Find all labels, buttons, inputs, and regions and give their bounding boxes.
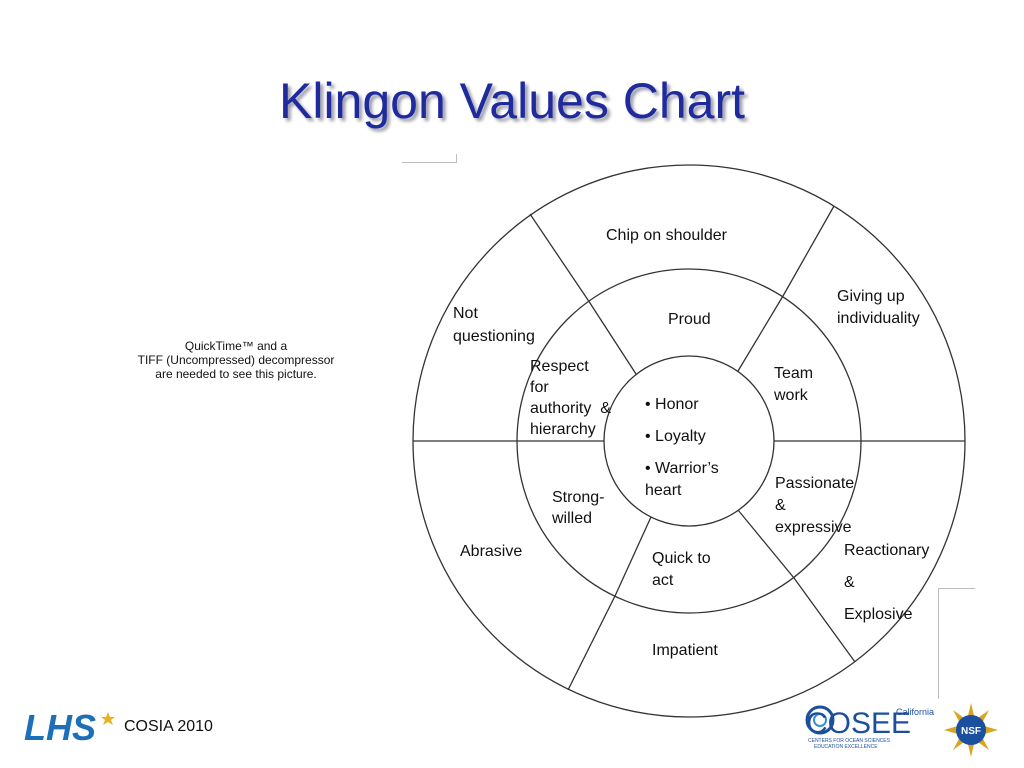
cosee-logo-text: COSEE <box>806 707 911 740</box>
outer-label-not-questioning-1: Not <box>453 305 478 322</box>
middle-label-team-2: work <box>773 387 809 404</box>
middle-label-quick-1: Quick to <box>652 550 711 567</box>
center-value-warriors: • Warrior’s <box>645 460 719 477</box>
lhs-logo-text: LHS <box>24 707 96 746</box>
lhs-star-icon <box>101 712 115 725</box>
quicktime-note-line-1: QuickTime™ and a <box>184 339 288 353</box>
outer-divider-upper-right <box>782 205 835 297</box>
cosee-wave-icon <box>805 705 835 735</box>
image-frame-bottom-right <box>938 588 975 699</box>
lhs-logo: LHS <box>24 707 115 746</box>
middle-divider-lower-right <box>737 509 795 579</box>
outer-label-reactionary-2: & <box>844 574 855 591</box>
cosee-tagline-2: EDUCATION EXCELLENCE <box>814 744 878 750</box>
middle-label-team-1: Team <box>774 365 813 382</box>
nsf-sunburst-icon: NSF <box>944 703 998 757</box>
middle-label-respect-1: Respect <box>530 358 589 375</box>
quicktime-placeholder-note: QuickTime™ and a TIFF (Uncompressed) dec… <box>118 339 354 381</box>
outer-label-chip: Chip on shoulder <box>606 227 728 244</box>
middle-divider-upper-left <box>587 299 637 375</box>
outer-label-giving-2: individuality <box>837 310 920 327</box>
outer-label-impatient: Impatient <box>652 642 718 659</box>
slide-title: Klingon Values Chart <box>278 73 745 129</box>
image-frame-top-left <box>402 154 457 163</box>
middle-label-strong-1: Strong- <box>552 489 604 506</box>
outer-label-abrasive: Abrasive <box>460 543 522 560</box>
nsf-logo: NSF <box>944 703 998 757</box>
cosee-tagline-1: CENTERS FOR OCEAN SCIENCES <box>808 738 891 744</box>
middle-label-passionate-1: Passionate <box>775 475 854 492</box>
middle-label-proud: Proud <box>668 311 711 328</box>
outer-divider-lower-right <box>793 577 856 663</box>
middle-label-respect-3: authority & <box>530 400 611 417</box>
middle-label-passionate-3: expressive <box>775 519 852 536</box>
cosee-region-text: California <box>896 707 934 717</box>
outer-divider-lower-left <box>567 595 616 691</box>
middle-label-respect-4: hierarchy <box>530 421 596 438</box>
cosee-logo: COSEE California CENTERS FOR OCEAN SCIEN… <box>805 705 934 750</box>
outer-divider-upper-left <box>529 213 589 301</box>
nsf-logo-text: NSF <box>961 726 981 737</box>
outer-label-reactionary-1: Reactionary <box>844 542 929 559</box>
middle-label-strong-2: willed <box>551 510 592 527</box>
outer-label-reactionary-3: Explosive <box>844 606 913 623</box>
middle-divider-lower-left <box>614 516 652 597</box>
center-value-loyalty: • Loyalty <box>645 428 706 445</box>
center-value-honor: • Honor <box>645 396 699 413</box>
middle-label-respect-2: for <box>530 379 549 396</box>
quicktime-note-line-3: are needed to see this picture. <box>155 367 317 381</box>
quicktime-note-line-2: TIFF (Uncompressed) decompressor <box>137 353 335 367</box>
cosee-wave-inner-icon <box>813 713 827 727</box>
middle-label-passionate-2: & <box>775 497 786 514</box>
footer-event-label: COSIA 2010 <box>124 718 213 735</box>
outer-label-not-questioning-2: questioning <box>453 328 535 345</box>
middle-divider-upper-right <box>737 295 784 372</box>
center-value-heart: heart <box>645 482 682 499</box>
middle-label-quick-2: act <box>652 572 674 589</box>
outer-label-giving-1: Giving up <box>837 288 905 305</box>
